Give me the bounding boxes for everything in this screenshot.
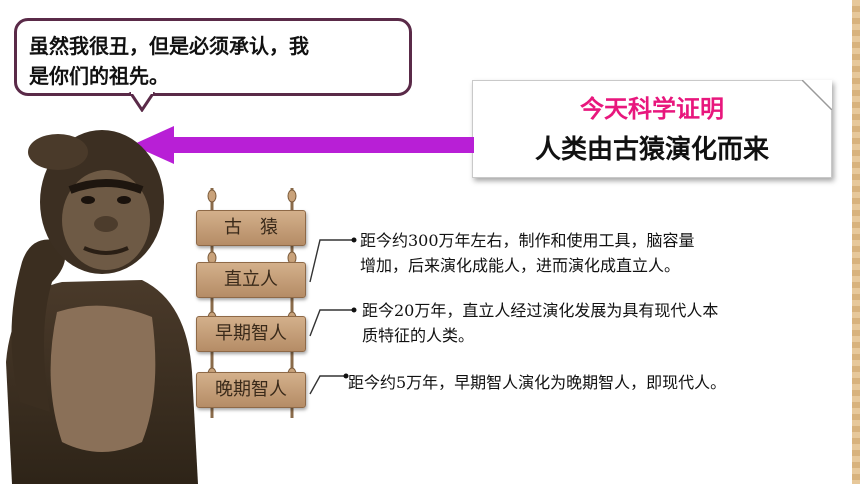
- callout-subtitle: 人类由古猿演化而来: [534, 135, 769, 165]
- left-arrow-icon: [132, 126, 474, 164]
- desc-zao-qi-zhi-ren-line-1: 距今约5万年，早期智人演化为晚期智人，即现代人。: [348, 373, 727, 392]
- ape-illustration: [6, 130, 198, 484]
- desc-gu-yuan: 距今约300万年左右，制作和使用工具，脑容量 增加，后来演化成能人，进而演化成直…: [360, 228, 695, 278]
- desc-zhi-li-ren-line-2: 质特征的人类。: [362, 326, 475, 345]
- sign-wan-qi-zhi-ren: 晚期智人: [196, 372, 306, 408]
- speech-bubble-text: 虽然我很丑，但是必须承认，我 是你们的祖先。: [29, 31, 399, 91]
- speech-line-2: 是你们的祖先。: [29, 64, 169, 88]
- speech-bubble: 虽然我很丑，但是必须承认，我 是你们的祖先。: [14, 18, 412, 96]
- sign-gu-yuan: 古 猿: [196, 210, 306, 246]
- desc-zhi-li-ren: 距今20万年，直立人经过演化发展为具有现代人本 质特征的人类。: [362, 298, 718, 348]
- desc-gu-yuan-line-2: 增加，后来演化成能人，进而演化成直立人。: [360, 256, 681, 275]
- folded-corner-icon: [802, 80, 832, 110]
- desc-gu-yuan-line-1: 距今约300万年左右，制作和使用工具，脑容量: [360, 231, 695, 250]
- speech-bubble-tail: [128, 92, 156, 112]
- sign-zao-qi-zhi-ren: 早期智人: [196, 316, 306, 352]
- decorative-border: [852, 0, 860, 484]
- callout-title: 今天科学证明: [580, 95, 724, 123]
- desc-zhi-li-ren-line-1: 距今20万年，直立人经过演化发展为具有现代人本: [362, 301, 719, 320]
- science-callout: 今天科学证明 人类由古猿演化而来: [472, 80, 832, 178]
- speech-line-1: 虽然我很丑，但是必须承认，我: [29, 34, 309, 58]
- desc-zao-qi-zhi-ren: 距今约5万年，早期智人演化为晚期智人，即现代人。: [348, 370, 726, 395]
- sign-zhi-li-ren: 直立人: [196, 262, 306, 298]
- bracket-connectors: [309, 237, 357, 395]
